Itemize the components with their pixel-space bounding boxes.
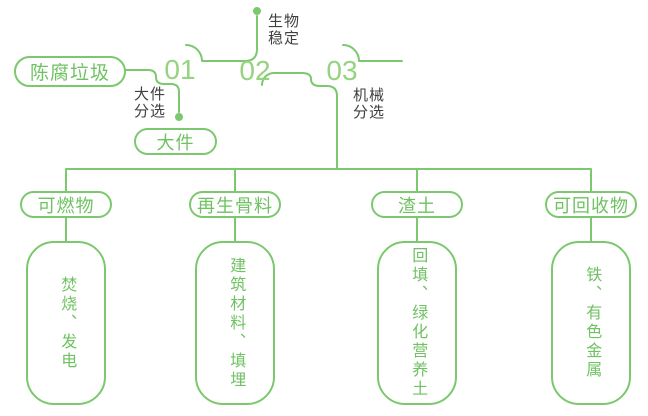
- output-box-recyclables: 铁、有色金属: [551, 241, 631, 405]
- flow-line-03-tail: [342, 44, 403, 62]
- category-pill-recyclables: 可回收物: [545, 191, 637, 218]
- output-text-combustibles: 焚烧、发电: [58, 275, 76, 371]
- bulky-item-pill: 大件: [134, 128, 217, 155]
- category-pill-recycled-aggregate: 再生骨料: [189, 191, 281, 218]
- category-pill-slag-soil: 渣土: [371, 191, 463, 218]
- flow-line-source-to-bulky-drop: [125, 69, 180, 113]
- output-box-combustibles: 焚烧、发电: [26, 241, 106, 405]
- step-number-03: 03: [326, 55, 358, 86]
- output-text-recycled-aggregate: 建筑材料、填埋: [227, 256, 245, 390]
- output-text-slag-soil: 回填、绿化营养土: [409, 247, 427, 399]
- output-box-recycled-aggregate: 建筑材料、填埋: [195, 241, 275, 405]
- output-box-slag-soil: 回填、绿化营养土: [377, 241, 457, 405]
- category-pill-combustibles: 可燃物: [20, 191, 112, 218]
- step-label-bulky-sorting: 大件 分选: [134, 86, 167, 120]
- bulky-endpoint-dot: [175, 113, 183, 121]
- step-number-01: 01: [164, 54, 196, 85]
- output-text-recyclables: 铁、有色金属: [583, 266, 601, 380]
- step-number-02: 02: [239, 55, 271, 86]
- flow-line-02-to-branch-drop: [260, 71, 338, 170]
- source-node-pill: 陈腐垃圾: [14, 56, 126, 87]
- bio-endpoint-dot: [253, 7, 261, 15]
- pill-to-box-connectors: [65, 217, 592, 242]
- step-label-mechanical-sorting: 机械 分选: [353, 87, 386, 121]
- branch-bus-line: [65, 168, 592, 192]
- step-label-bio-stabilization: 生物 稳定: [268, 13, 301, 47]
- flow-line-01-to-bio-stem: [185, 15, 258, 62]
